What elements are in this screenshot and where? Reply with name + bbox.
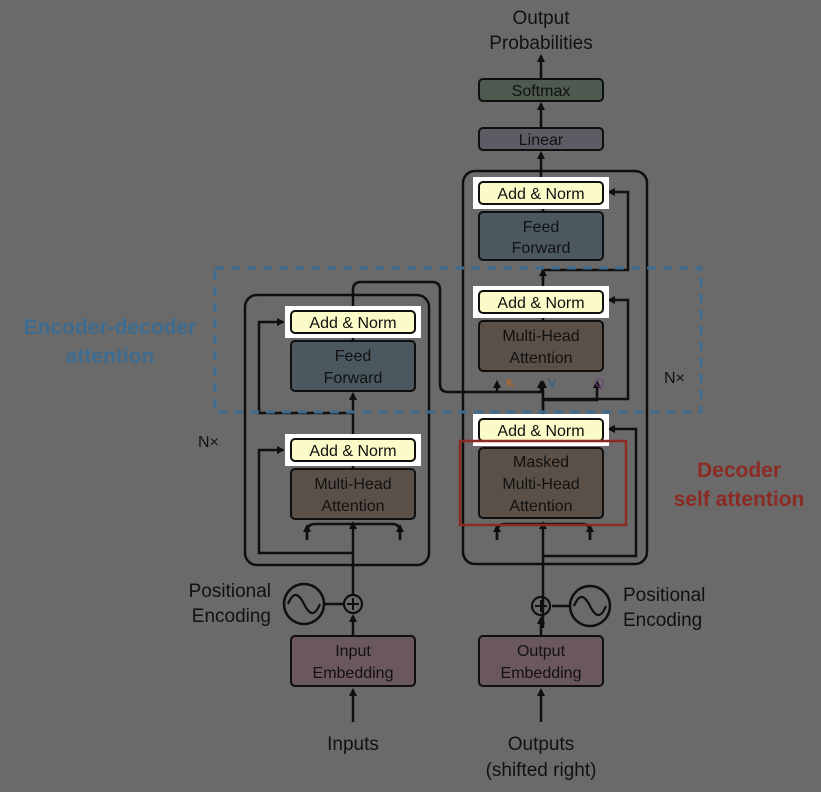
decoder-masked-attention-box [478, 447, 604, 519]
key-label: K [506, 376, 514, 390]
encoder-sine-icon [286, 593, 322, 615]
decoder-add-norm-mid [478, 290, 604, 314]
encoder-value-arrow [497, 380, 545, 394]
encoder-feed-forward-label-1: Feed [335, 348, 371, 365]
encoder-add-norm-top-label: Add & Norm [309, 315, 396, 332]
output-embedding-box [478, 635, 604, 687]
encoder-positional-label-1: Positional [189, 581, 271, 602]
decoder-cross-attention-label-1: Multi-Head [502, 328, 579, 345]
linear-box [478, 127, 604, 151]
decoder-query-arrow [543, 380, 601, 402]
decoder-stack-frame [461, 169, 649, 566]
decoder-add-norm-top [478, 181, 604, 205]
decoder-residual-masked [543, 425, 638, 558]
decoder-self-attention-highlight [458, 439, 628, 527]
decoder-masked-label-2: Multi-Head [502, 476, 579, 493]
decoder-add-norm-bottom-label: Add & Norm [497, 423, 584, 440]
encoder-stack-frame [243, 293, 431, 567]
decoder-add-norm-mid-label: Add & Norm [497, 295, 584, 312]
encoder-feed-forward-box [290, 340, 416, 392]
decoder-positional-wave-icon [568, 584, 612, 628]
decoder-masked-label-3: Attention [509, 498, 572, 515]
encoder-key-arrow [351, 280, 501, 394]
encoder-decoder-annotation-2: attention [66, 345, 155, 368]
encoder-decoder-annotation-1: Encoder-decoder [24, 316, 197, 339]
decoder-feed-forward-box [478, 211, 604, 261]
decoder-cross-attention-label-2: Attention [509, 350, 572, 367]
encoder-positional-label-2: Encoding [192, 606, 271, 627]
encoder-decoder-attention-highlight [213, 266, 703, 414]
input-embedding-label-1: Input [335, 643, 371, 660]
decoder-cross-attention-box [478, 320, 604, 372]
output-embedding-label-2: Embedding [501, 665, 582, 682]
output-probabilities-title-2: Probabilities [489, 33, 593, 54]
encoder-residual-attention [257, 446, 353, 555]
decoder-feed-forward-label-1: Feed [523, 219, 559, 236]
output-embedding-label-1: Output [517, 643, 566, 660]
decoder-masked-label-1: Masked [513, 454, 569, 471]
value-label: V [548, 376, 556, 390]
output-probabilities-title: Output [512, 8, 570, 29]
decoder-feed-forward-label-2: Forward [512, 240, 571, 257]
encoder-add-icon [342, 593, 364, 615]
decoder-sine-icon [572, 595, 608, 617]
encoder-add-norm-bottom [290, 438, 416, 462]
linear-label: Linear [519, 132, 564, 149]
encoder-positional-wave-icon [282, 582, 326, 626]
decoder-add-icon [530, 595, 552, 617]
encoder-add-norm-top [290, 310, 416, 334]
input-embedding-label-2: Embedding [313, 665, 394, 682]
softmax-box [478, 78, 604, 102]
decoder-nx-label: N× [664, 370, 685, 387]
encoder-feed-forward-label-2: Forward [324, 370, 383, 387]
input-embedding-box [290, 635, 416, 687]
decoder-positional-label-1: Positional [623, 585, 705, 606]
query-label: Q [595, 376, 604, 390]
decoder-self-annotation-1: Decoder [697, 459, 781, 482]
encoder-attention-box [290, 468, 416, 520]
encoder-add-norm-bottom-label: Add & Norm [309, 443, 396, 460]
inputs-label: Inputs [327, 734, 379, 755]
outputs-label-1: Outputs [508, 734, 575, 755]
outputs-label-2: (shifted right) [486, 760, 597, 781]
encoder-attention-label-2: Attention [321, 498, 384, 515]
encoder-nx-label: N× [198, 434, 219, 451]
decoder-positional-label-2: Encoding [623, 610, 702, 631]
softmax-label: Softmax [512, 83, 571, 100]
encoder-attention-label-1: Multi-Head [314, 476, 391, 493]
decoder-self-annotation-2: self attention [674, 488, 805, 511]
decoder-add-norm-top-label: Add & Norm [497, 186, 584, 203]
